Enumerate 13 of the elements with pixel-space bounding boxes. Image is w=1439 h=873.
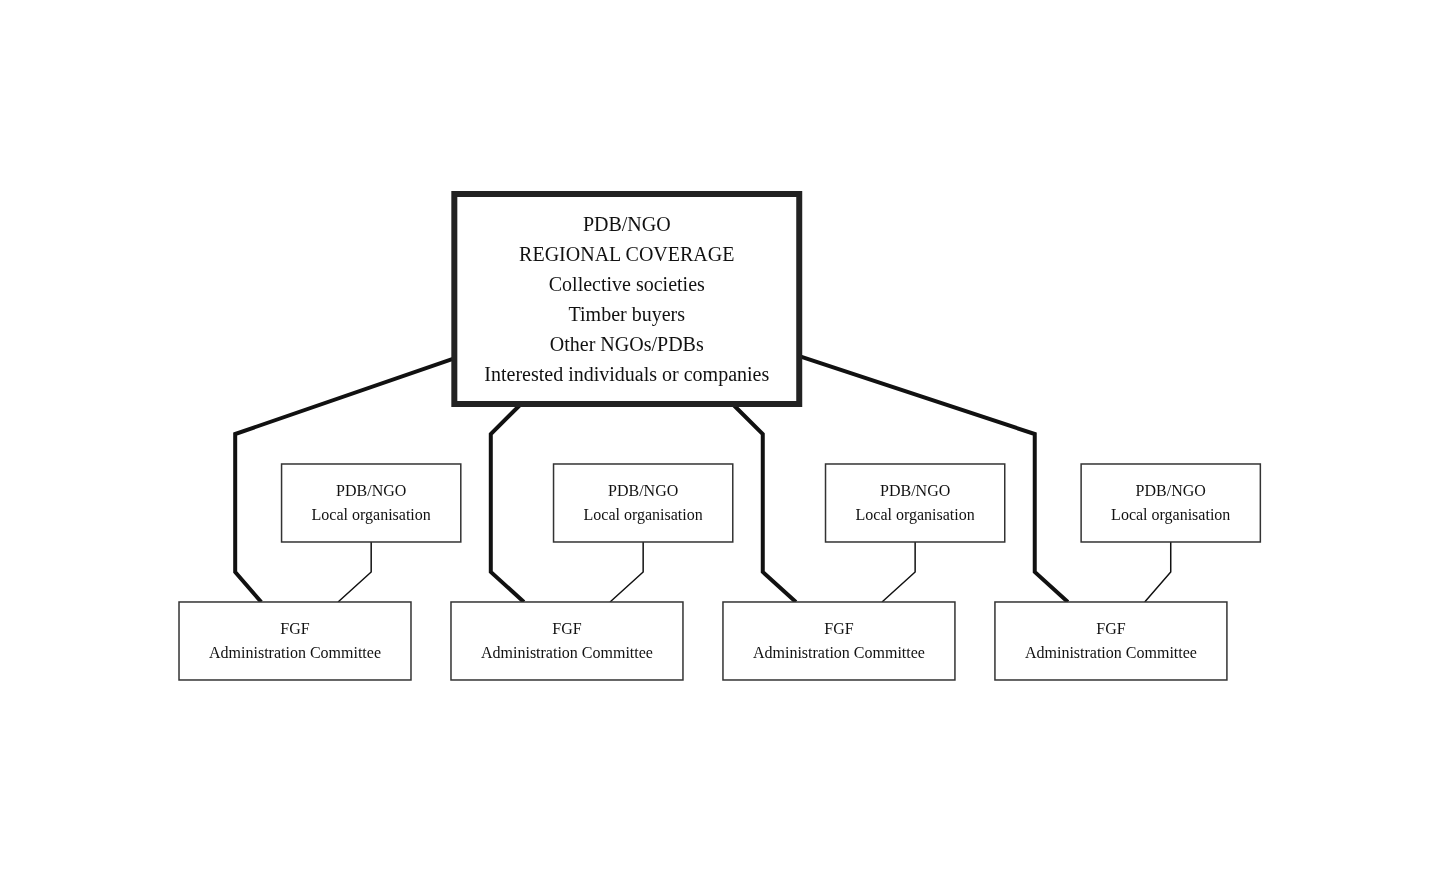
connector: [1143, 540, 1172, 603]
connector: [337, 540, 372, 603]
node-box: FGF Administration Committee: [178, 600, 412, 681]
node-box: PDB/NGO Local organisation: [552, 462, 734, 543]
connector: [881, 540, 916, 603]
node-box: PDB/NGO REGIONAL COVERAGE Collective societies Timber buyers Other NGOs/PDBs Interested individuals or companies: [451, 190, 803, 407]
node-box: FGF Administration Committee: [994, 600, 1228, 681]
node-box: PDB/NGO Local organisation: [280, 462, 462, 543]
node-box: FGF Administration Committee: [722, 600, 956, 681]
node-box: PDB/NGO Local organisation: [1080, 462, 1261, 543]
node-box: PDB/NGO Local organisation: [824, 462, 1006, 543]
node-box: FGF Administration Committee: [450, 600, 684, 681]
connector: [609, 540, 644, 603]
